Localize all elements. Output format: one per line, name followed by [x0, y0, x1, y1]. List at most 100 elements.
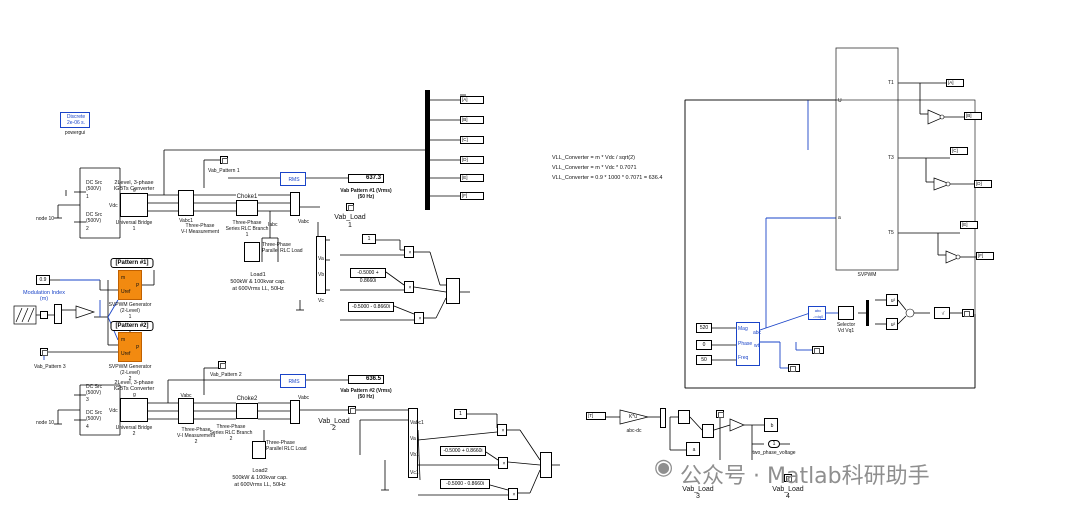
converter2-caption: Universal Bridge — [115, 425, 153, 431]
ctrl-scope-b[interactable] — [812, 346, 824, 354]
svpwm-gen1-block[interactable]: m Uref P — [118, 270, 142, 300]
const3-top[interactable]: -0.5000 - 0.8660i — [348, 302, 394, 312]
abc-to-dq0-block[interactable]: abc ->dq0 — [808, 306, 826, 320]
bottom-demux[interactable] — [660, 408, 666, 428]
mod-clock[interactable] — [40, 311, 48, 319]
load2-block[interactable] — [252, 441, 266, 459]
powergui-block[interactable]: Discrete 2e-06 s. — [60, 112, 90, 128]
choke1-block[interactable] — [236, 200, 258, 216]
sum-top[interactable] — [446, 278, 460, 304]
load1-block[interactable] — [244, 242, 260, 262]
ctrl-scope-a[interactable] — [788, 364, 800, 372]
mod-index-label: Modulation Index — [23, 290, 65, 296]
product3-top[interactable]: × — [414, 312, 424, 324]
demux-top[interactable] — [316, 236, 326, 294]
dc-src-label-3: DC Src — [86, 384, 103, 390]
goto-tag-b[interactable]: [B] — [460, 116, 484, 124]
const1-bottom[interactable]: 1 — [454, 409, 467, 419]
vport-vabc1-bottom: Vabc1 — [410, 420, 424, 426]
right-tag-e[interactable]: [E] — [960, 221, 978, 229]
dc-src-n1: 1 — [86, 194, 89, 200]
product1-bottom[interactable]: × — [497, 424, 507, 436]
product2-bottom[interactable]: × — [498, 457, 508, 469]
right-tag-a[interactable]: [A] — [946, 79, 964, 87]
converter1-block[interactable]: Vdc g — [109, 187, 148, 217]
vab-pattern1-scope[interactable] — [220, 156, 228, 164]
right-tag-b[interactable]: [B] — [964, 112, 982, 120]
measure2-block[interactable] — [178, 398, 194, 424]
choke2-caption: Three-Phase Series RLC Branch — [209, 424, 253, 436]
square-block-1[interactable]: u² — [886, 294, 898, 306]
rms1-block[interactable]: RMS — [280, 172, 306, 186]
selector-block[interactable] — [838, 306, 854, 320]
choke2-block[interactable] — [236, 403, 258, 419]
sum-bottom[interactable] — [540, 452, 552, 478]
load1-rlc-label: Three-Phase Parallel RLC Load — [262, 242, 303, 254]
const3-bottom[interactable]: -0.5000 - 0.8660i — [440, 479, 490, 489]
load1-title: Load1 — [250, 272, 266, 278]
product3-bottom[interactable]: × — [508, 488, 518, 500]
product1-top[interactable]: × — [404, 246, 414, 258]
svpwm2-in-m: m — [121, 337, 126, 343]
dc-src-label-2: DC Src — [86, 212, 103, 218]
const1-top[interactable]: 1 — [362, 234, 376, 244]
vab-load2-label: Vab_Load — [318, 418, 350, 425]
bus-mux-bar — [425, 90, 430, 210]
mod-mux[interactable] — [54, 304, 62, 324]
goto-tag-d[interactable]: [D] — [460, 156, 484, 164]
bottom-outport[interactable]: 1 — [768, 440, 780, 448]
goto-tag-e[interactable]: [E] — [460, 174, 484, 182]
bottom-scope-1[interactable] — [716, 410, 724, 418]
square-block-2[interactable]: u² — [886, 318, 898, 330]
vab-load4-scope[interactable] — [784, 474, 792, 482]
bottom-block-a[interactable]: a — [686, 442, 700, 456]
measure1-block[interactable] — [178, 190, 194, 216]
converter1-title2: IGBTs Converter — [113, 186, 155, 192]
right-tag-f[interactable]: [F] — [976, 252, 994, 260]
ctrl-const-520[interactable]: 520 — [696, 323, 712, 333]
measure2b-block[interactable] — [290, 400, 300, 424]
rms2-block[interactable]: RMS — [280, 374, 306, 388]
load2-title: Load2 — [252, 468, 268, 474]
vab-load2-scope[interactable] — [348, 406, 356, 414]
goto-tag-f[interactable]: [F] — [460, 192, 484, 200]
ctrl-port-freq: Freq — [738, 355, 749, 361]
ctrl-scope-final[interactable] — [962, 309, 974, 317]
const2-bottom[interactable]: -0.5000 + 0.8660i — [440, 446, 486, 456]
square1-glyph: u² — [890, 298, 896, 304]
ctrl-port-wt: wt — [754, 343, 759, 349]
vab-pattern3-scope[interactable] — [40, 348, 48, 356]
pattern-tag-1[interactable]: [Pattern #1] — [110, 258, 154, 268]
goto-tag-c[interactable]: [C] — [460, 136, 484, 144]
vab-pattern2-scope[interactable] — [218, 361, 226, 369]
bottom-from-tag[interactable]: [T] — [586, 412, 606, 420]
right-tag-d[interactable]: [D] — [974, 180, 992, 188]
mod-index-sub: (m) — [39, 296, 49, 302]
equation-line3: VLL_Converter = 0.9 * 1000 * 0.7071 = 63… — [552, 175, 663, 181]
vab-load3-label: Vab_Load — [682, 486, 714, 493]
vport-vb-top: Vb — [318, 272, 325, 278]
demux-bottom[interactable] — [408, 408, 418, 478]
sqrt-block[interactable]: √ — [934, 307, 950, 319]
bottom-block-b[interactable]: b — [764, 418, 778, 432]
ctrl-const-50[interactable]: 50 — [696, 355, 712, 365]
vab-load1-scope[interactable] — [346, 203, 354, 211]
vab-pattern2-label: Vab_Pattern 2 — [210, 372, 242, 378]
converter2-block[interactable]: Vdc g — [109, 392, 148, 422]
converter2-g: g — [133, 392, 136, 398]
measure1b-block[interactable] — [290, 192, 300, 216]
bottom-integrator2[interactable] — [702, 424, 714, 438]
goto-tag-a[interactable]: [A] — [460, 96, 484, 104]
const2-top[interactable]: -0.5000 + 0.8660i — [350, 268, 386, 284]
vab-load3-num: 3 — [696, 493, 700, 500]
mod-index-const[interactable]: 0.9 — [36, 275, 50, 285]
three-phase-source-block[interactable]: Mag Phase Freq abc wt — [736, 322, 761, 366]
ctrl-const-0[interactable]: 0 — [696, 340, 712, 350]
svpwm-subsystem-frame — [835, 47, 899, 271]
svpwm-gen2-block[interactable]: m Uref P — [118, 332, 142, 362]
pattern-tag-2[interactable]: [Pattern #2] — [110, 321, 154, 331]
measure2-num: 2 — [194, 439, 198, 445]
product2-top[interactable]: × — [404, 281, 414, 293]
right-tag-c[interactable]: [C] — [950, 147, 968, 155]
bottom-integrator[interactable] — [678, 410, 690, 424]
